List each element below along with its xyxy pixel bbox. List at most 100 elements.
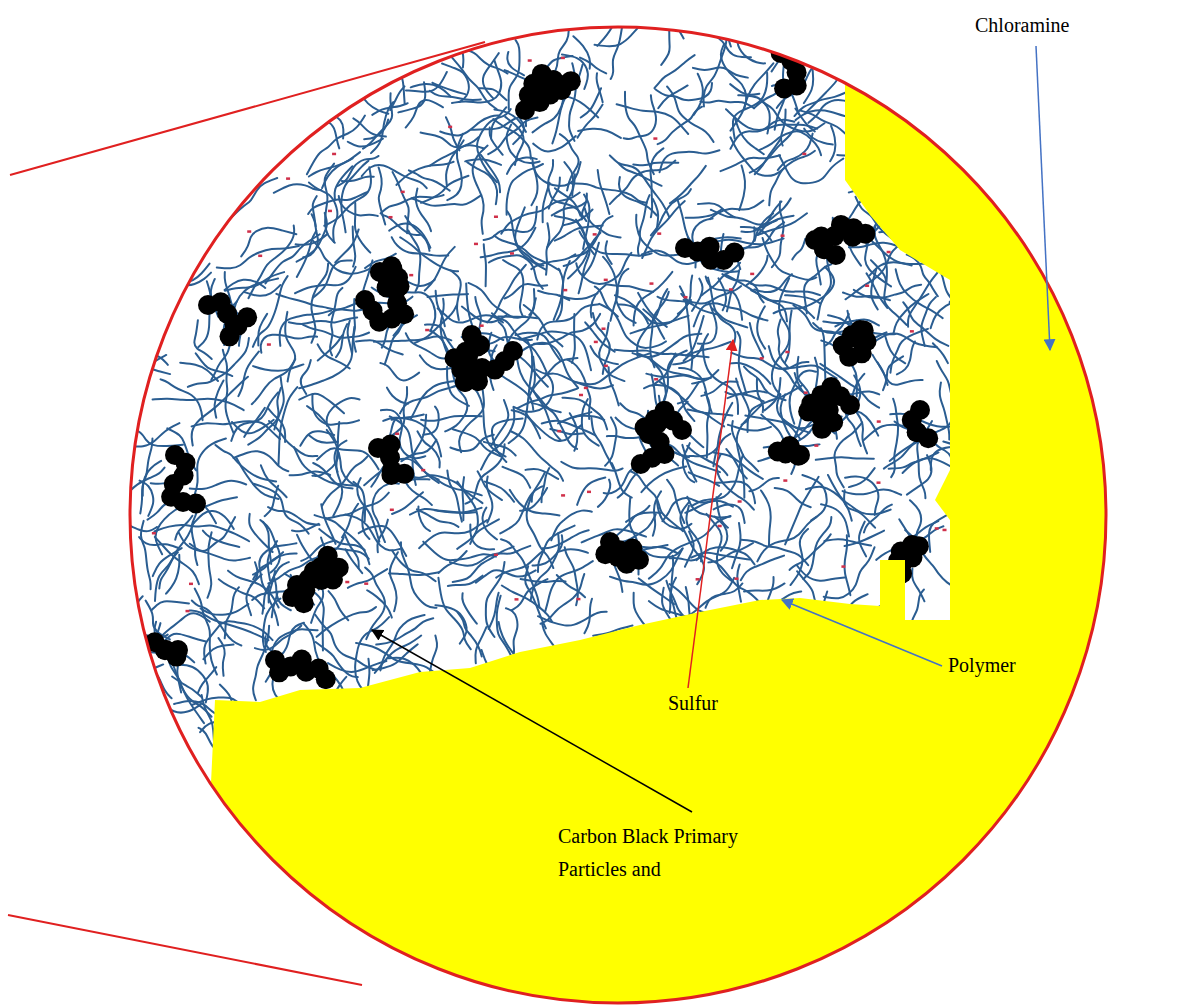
polymer-strand xyxy=(631,300,692,333)
polymer-strand xyxy=(606,284,653,291)
polymer-strand xyxy=(584,599,592,633)
polymer-strand xyxy=(744,583,784,591)
polymer-strand xyxy=(428,294,468,297)
leader-line xyxy=(1036,46,1050,350)
polymer-strand xyxy=(330,288,342,355)
polymer-strand xyxy=(685,532,694,567)
polymer-strand xyxy=(781,109,786,145)
polymer-strand xyxy=(667,87,714,142)
polymer-strand xyxy=(864,505,892,533)
carbon-black-particle xyxy=(907,422,927,442)
carbon-black-particle xyxy=(295,580,315,600)
carbon-black-particle xyxy=(842,325,862,345)
polymer-strand xyxy=(890,329,928,373)
carbon-black-particle xyxy=(907,422,927,442)
polymer-strand xyxy=(593,313,610,374)
polymer-strand xyxy=(104,355,167,389)
polymer-strand xyxy=(597,0,625,46)
polymer-strand xyxy=(558,549,588,553)
carbon-black-particle xyxy=(316,669,336,689)
part-label: Sulfur xyxy=(668,692,718,715)
polymer-strand xyxy=(390,86,404,110)
polymer-strand xyxy=(694,74,703,115)
polymer-strand xyxy=(706,583,743,607)
sulfur-dot xyxy=(185,610,189,613)
polymer-strand xyxy=(643,309,664,338)
polymer-strand xyxy=(794,91,848,116)
polymer-strand xyxy=(546,223,549,274)
polymer-strand xyxy=(452,58,497,109)
polymer-strand xyxy=(567,360,590,420)
polymer-strand xyxy=(128,298,168,365)
polymer-strand xyxy=(153,399,244,410)
polymer-strand xyxy=(220,621,272,640)
polymer-strand xyxy=(843,489,902,494)
sulfur-dot xyxy=(887,251,891,254)
carbon-black-particle xyxy=(166,647,186,667)
polymer-strand xyxy=(711,210,777,225)
sulfur-dot xyxy=(785,351,789,354)
polymer-strand xyxy=(248,226,294,299)
zoom-circle xyxy=(130,27,1106,1003)
polymer-strand xyxy=(504,284,547,298)
polymer-strand xyxy=(371,102,393,153)
polymer-strand xyxy=(411,195,481,206)
sulfur-dot xyxy=(448,126,452,128)
polymer-strand xyxy=(679,368,712,412)
polymer-strand xyxy=(545,561,593,612)
sulfur-dot xyxy=(593,233,597,236)
polymer-strand xyxy=(687,497,730,518)
polymer-strand xyxy=(512,579,548,610)
polymer-strand xyxy=(442,63,469,102)
polymer-strand xyxy=(217,246,299,268)
polymer-strand xyxy=(824,539,871,545)
zoom-line xyxy=(8,915,362,985)
polymer-strand xyxy=(166,555,179,594)
polymer-strand xyxy=(726,0,765,63)
sulfur-dot xyxy=(804,391,808,394)
polymer-strand xyxy=(355,203,370,253)
sulfur-dot xyxy=(584,387,588,390)
sulfur-dot xyxy=(557,430,561,433)
polymer-strand xyxy=(735,119,764,155)
polymer-strand xyxy=(509,40,520,109)
sulfur-dot xyxy=(514,598,518,601)
polymer-strand xyxy=(670,166,706,203)
polymer-strand xyxy=(181,686,212,717)
polymer-strand xyxy=(578,129,621,138)
carbon-black-particle xyxy=(503,341,523,361)
polymer-strand xyxy=(322,152,360,188)
polymer-strand xyxy=(625,92,654,174)
sulfur-dot xyxy=(561,494,565,497)
sulfur-dot xyxy=(696,578,700,581)
sulfur-dot xyxy=(267,343,271,346)
polymer-strand xyxy=(297,213,327,262)
carbon-black-particle xyxy=(724,243,744,263)
sulfur-dot xyxy=(734,577,738,580)
polymer-strand xyxy=(575,354,649,385)
polymer-strand xyxy=(655,83,712,100)
polymer-strand xyxy=(218,638,224,676)
polymer-strand xyxy=(253,552,283,579)
sulfur-dot xyxy=(750,273,754,276)
sulfur-dot xyxy=(480,324,484,327)
polymer-strand xyxy=(223,350,234,433)
polymer-strand xyxy=(139,537,178,548)
polymer-strand xyxy=(175,516,192,540)
polymer-strand xyxy=(300,431,334,446)
sulfur-dot xyxy=(332,153,336,156)
sulfur-dot xyxy=(594,341,598,344)
sulfur-dot xyxy=(738,500,742,503)
polymer-strand xyxy=(511,431,563,481)
sulfur-dot xyxy=(421,469,425,472)
polymer-strand xyxy=(519,331,591,370)
polymer-strand xyxy=(289,317,357,323)
polymer-strand xyxy=(238,351,259,396)
polymer-strand xyxy=(446,117,460,150)
polymer-strand xyxy=(772,201,784,267)
polymer-strand xyxy=(328,591,348,620)
polymer-strand xyxy=(151,601,188,610)
polymer-strand xyxy=(309,158,353,176)
polymer-strand xyxy=(739,165,745,210)
